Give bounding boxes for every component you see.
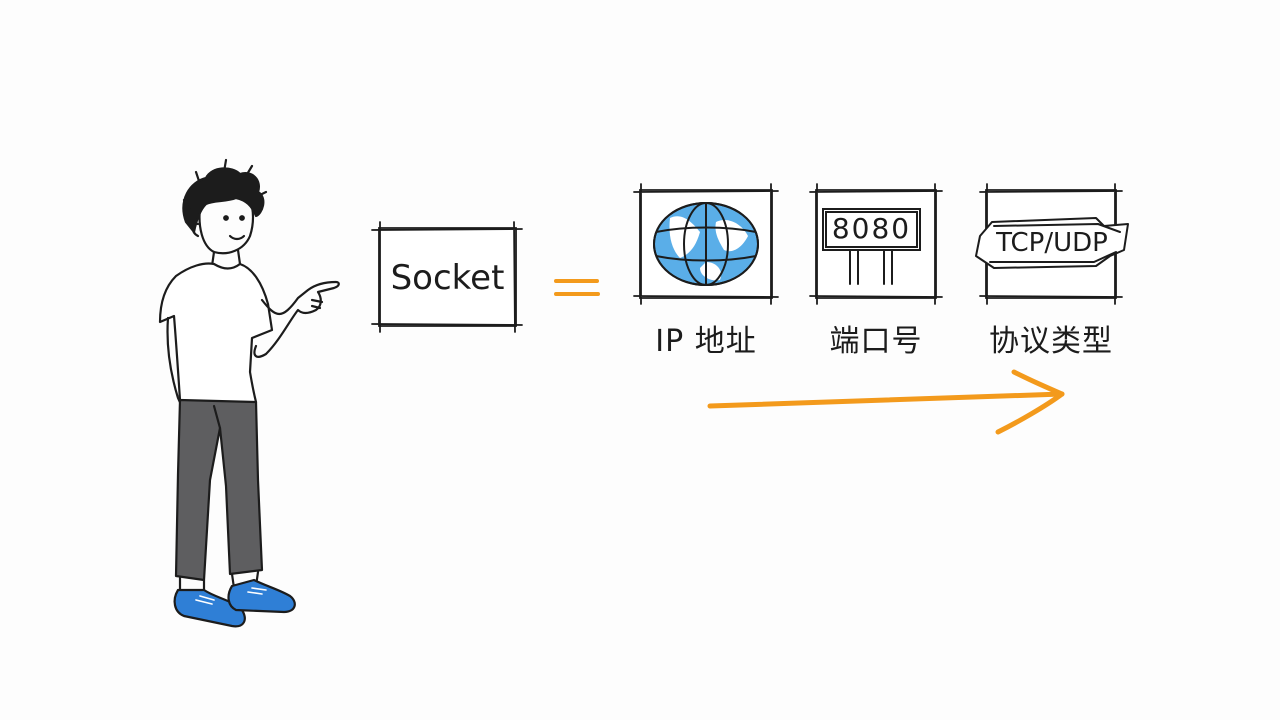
- protocol-caption: 协议类型: [989, 324, 1113, 359]
- port-sign-text: 8080: [831, 212, 912, 245]
- port-caption: 端口号: [829, 324, 923, 359]
- socket-label: Socket: [390, 258, 505, 298]
- protocol-tag-text: TCP/UDP: [996, 228, 1108, 258]
- ip-address-caption: IP 地址: [655, 324, 757, 359]
